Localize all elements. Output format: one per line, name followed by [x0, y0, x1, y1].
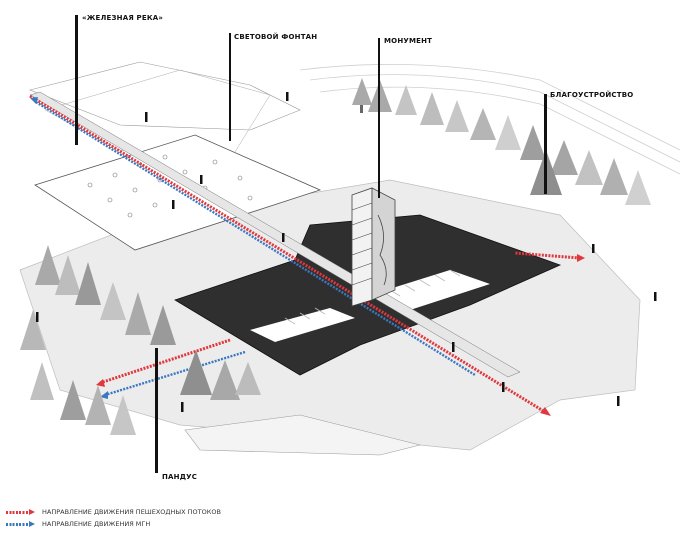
upper-terrain	[29, 61, 301, 131]
legend-pedestrian-label: НАПРАВЛЕНИЕ ДВИЖЕНИЯ ПЕШЕХОДНЫХ ПОТОКОВ	[42, 508, 221, 516]
pedestrian-flow-heads	[96, 254, 585, 416]
plaza-inner-court-1	[250, 308, 355, 342]
tree-group-left	[20, 245, 176, 350]
mgn-flow-heads	[30, 97, 108, 399]
tree-group-bottom	[30, 350, 261, 435]
fountain-jets	[87, 154, 253, 218]
label-ramp: ПАНДУС	[162, 473, 198, 481]
iron-river-walkway	[29, 91, 521, 378]
mgn-flow-arrows	[35, 100, 476, 397]
plaza-steps	[284, 269, 461, 325]
legend-pedestrian-arrow-icon	[6, 509, 36, 515]
ramp-area	[184, 414, 421, 456]
road-lines	[299, 63, 681, 175]
label-monument: МОНУМЕНТ	[384, 37, 433, 45]
people	[36, 92, 657, 412]
monument	[351, 187, 396, 307]
legend-mgn: НАПРАВЛЕНИЕ ДВИЖЕНИЯ МГН	[6, 520, 150, 528]
pedestrian-flow-arrows	[29, 94, 581, 414]
legend-mgn-arrow-icon	[6, 521, 36, 527]
label-landscaping: БЛАГОУСТРОЙСТВО	[550, 91, 634, 99]
callout-poles	[75, 15, 547, 473]
label-iron-river: «ЖЕЛЕЗНАЯ РЕКА»	[82, 14, 164, 22]
legend-mgn-label: НАПРАВЛЕНИЕ ДВИЖЕНИЯ МГН	[42, 520, 151, 528]
plaza-inner-court-2	[370, 270, 490, 310]
label-light-fountain: СВЕТОВОЙ ФОНТАН	[234, 33, 318, 41]
legend-pedestrian: НАПРАВЛЕНИЕ ДВИЖЕНИЯ ПЕШЕХОДНЫХ ПОТОКОВ	[6, 508, 221, 516]
